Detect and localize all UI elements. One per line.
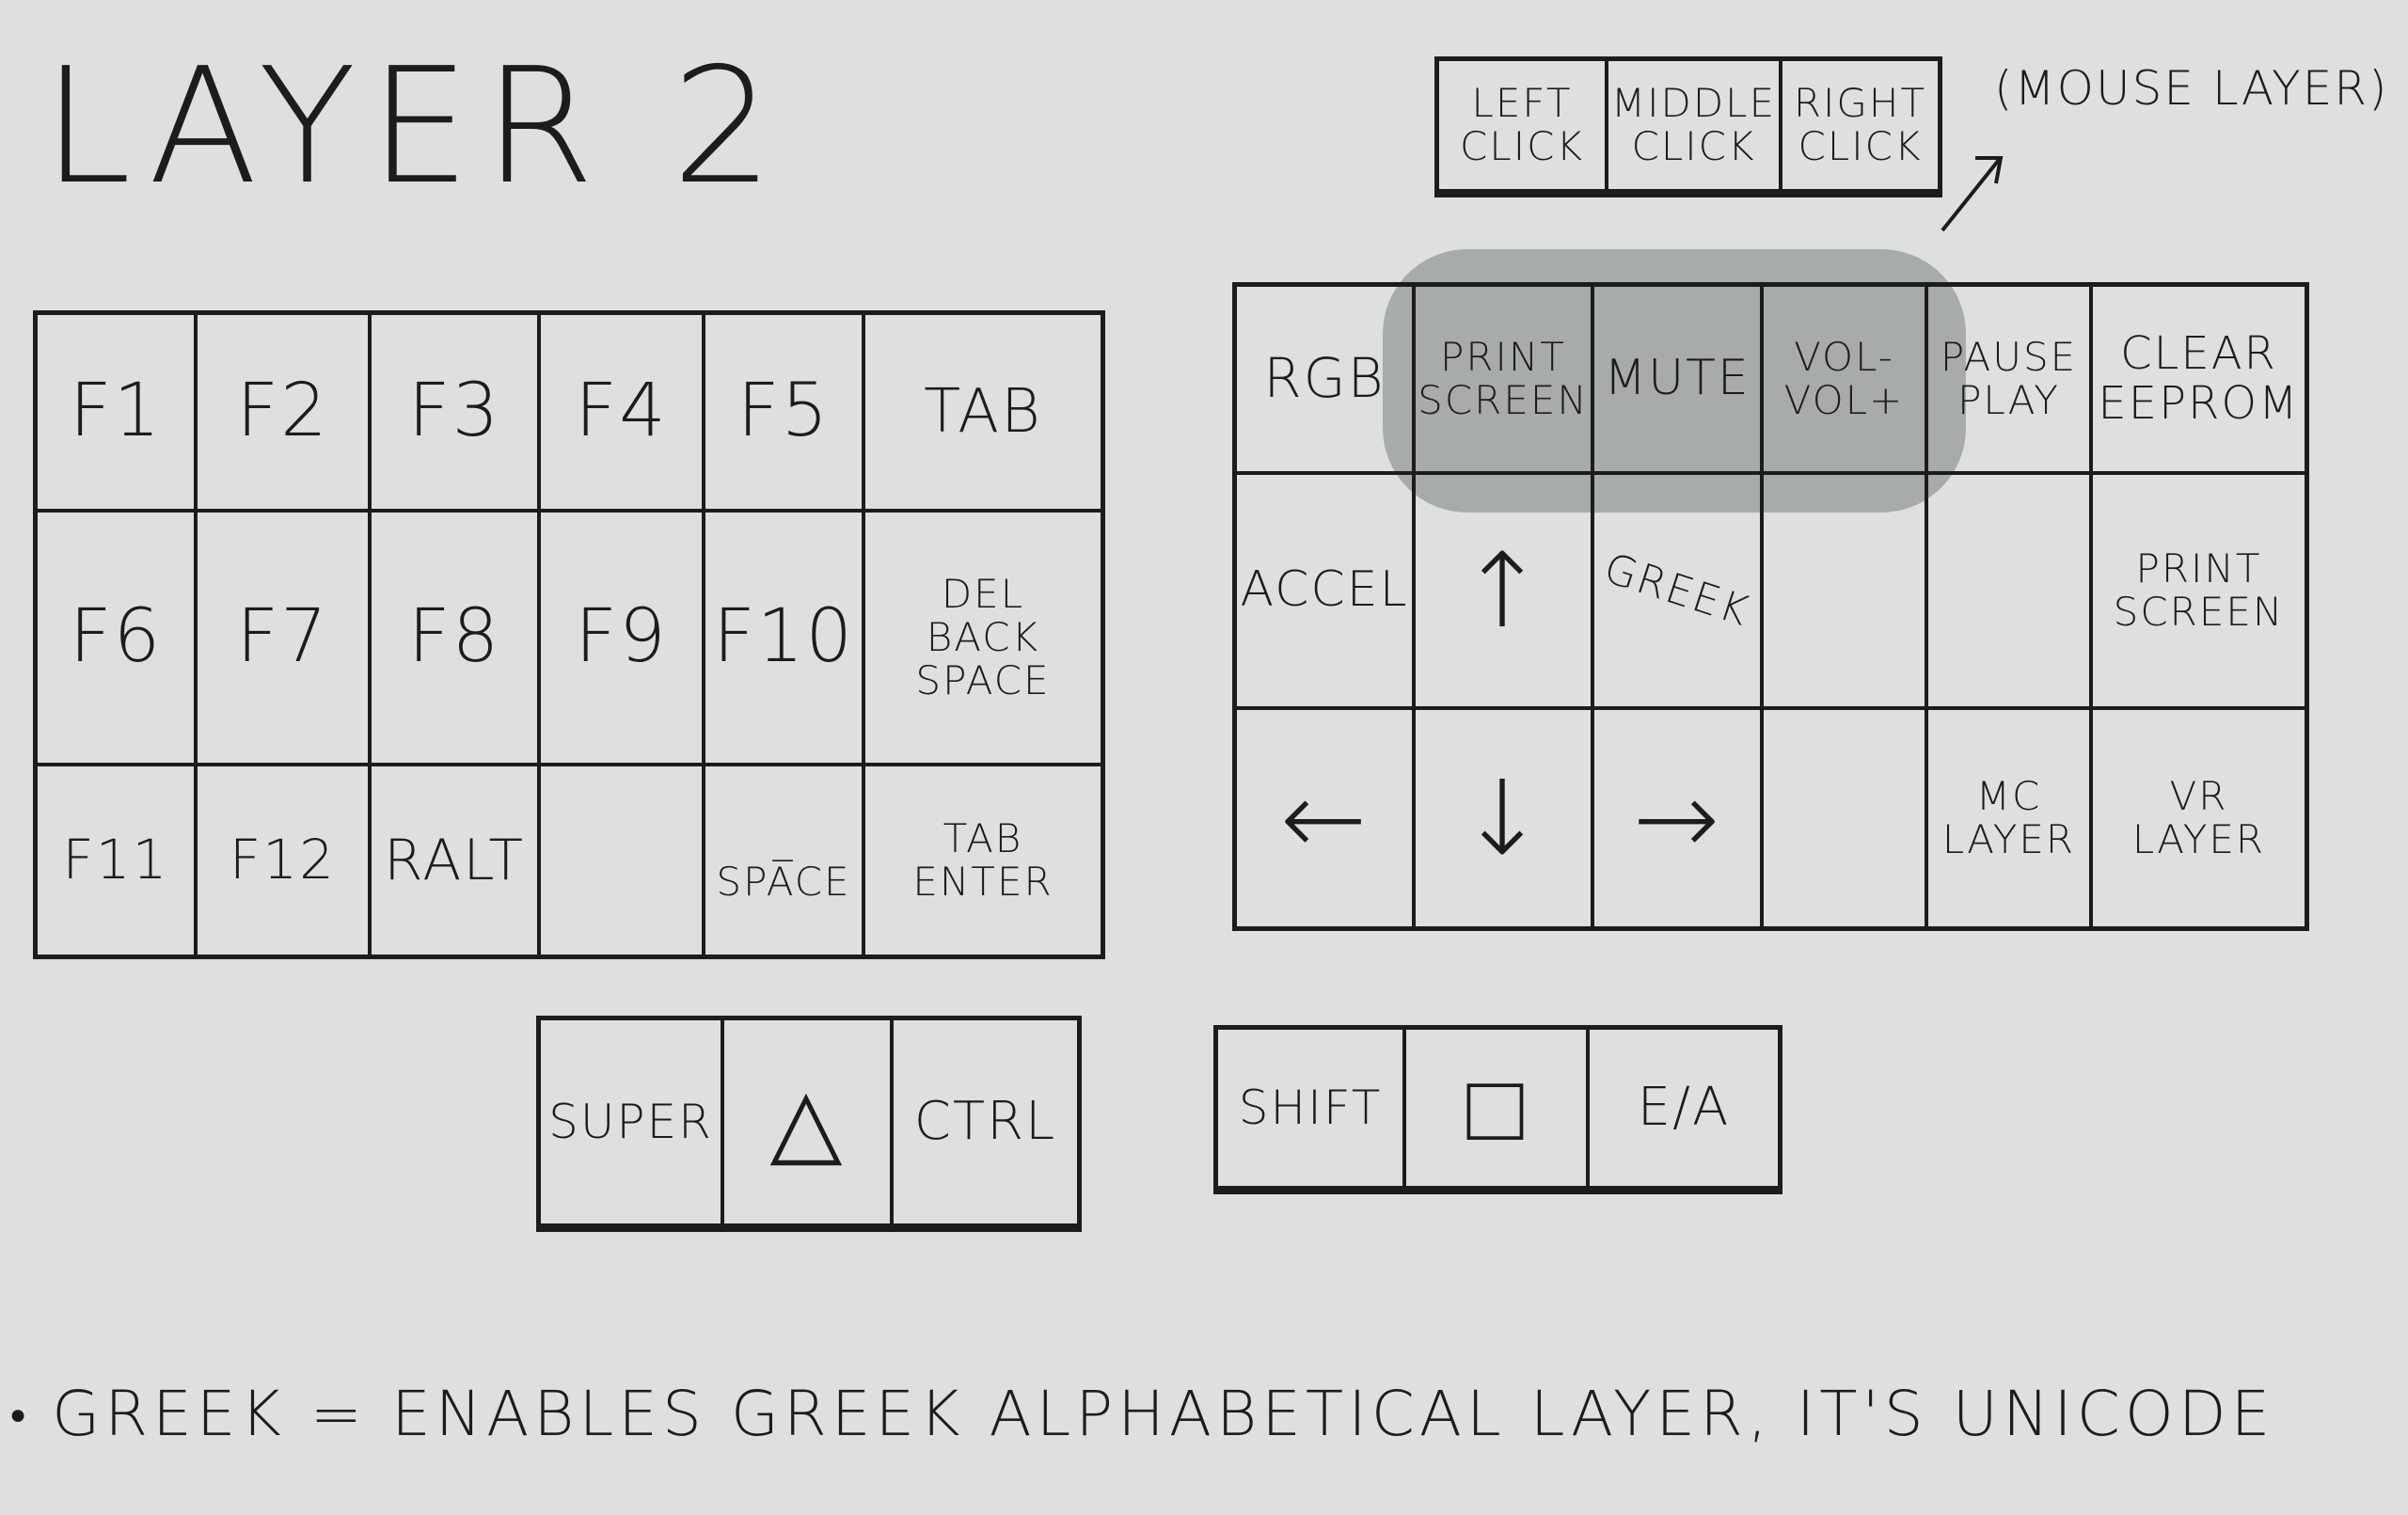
highlight-region xyxy=(1383,249,1966,513)
key-pause-play[interactable]: PAUSE PLAY xyxy=(1928,287,2093,475)
key-right-click[interactable]: RIGHT CLICK xyxy=(1782,61,1938,193)
key-f3[interactable]: F3 xyxy=(372,315,541,513)
key-f6[interactable]: F6 xyxy=(38,513,198,766)
pointer-arrow-icon xyxy=(1941,156,2004,232)
key-print-screen[interactable]: PRINT SCREEN xyxy=(1416,287,1594,475)
key-empty[interactable] xyxy=(1764,475,1928,710)
key-del-backspace[interactable]: DEL BACK SPACE xyxy=(865,513,1101,766)
key-shift[interactable]: SHIFT xyxy=(1218,1030,1406,1190)
left-half-keyboard: F1 F2 F3 F4 F5 TAB F6 F7 F8 F9 F10 DEL B… xyxy=(33,310,1105,959)
mouse-layer-label: (MOUSE LAYER) xyxy=(1994,61,2389,116)
key-f5[interactable]: F5 xyxy=(705,315,865,513)
key-f2[interactable]: F2 xyxy=(198,315,372,513)
key-greek[interactable]: GREEK xyxy=(1594,475,1764,710)
key-f9[interactable]: F9 xyxy=(541,513,705,766)
key-label: VOL- VOL+ xyxy=(1783,333,1905,423)
key-label: F7 xyxy=(236,594,329,680)
left-thumb-cluster: SUPER △ CTRL xyxy=(536,1016,1082,1232)
key-f4[interactable]: F4 xyxy=(541,315,705,513)
key-label: F9 xyxy=(575,594,668,680)
key-label: △ xyxy=(769,1066,845,1176)
right-thumb-cluster: SHIFT □ E/A xyxy=(1213,1025,1782,1194)
key-ctrl[interactable]: CTRL xyxy=(894,1020,1077,1227)
triangle-icon[interactable]: △ xyxy=(724,1020,894,1227)
key-label: RALT xyxy=(383,828,526,893)
key-label: F12 xyxy=(229,828,337,892)
arrow-up-icon[interactable]: ↑ xyxy=(1416,475,1594,710)
bullet-icon: ● xyxy=(9,1398,32,1431)
key-label: E/A xyxy=(1637,1077,1731,1139)
key-e-a[interactable]: E/A xyxy=(1590,1030,1778,1190)
key-label: GREEK xyxy=(1598,544,1756,637)
key-label: PAUSE PLAY xyxy=(1940,333,2078,423)
square-icon[interactable]: □ xyxy=(1406,1030,1590,1190)
key-label: □ xyxy=(1466,1052,1526,1162)
key-label: MUTE xyxy=(1604,350,1751,407)
key-mute[interactable]: MUTE xyxy=(1594,287,1764,475)
key-f11[interactable]: F11 xyxy=(38,766,198,955)
key-tab-enter[interactable]: TAB ENTER xyxy=(865,766,1101,955)
arrow-right-icon[interactable]: → xyxy=(1594,710,1764,926)
arrow-down-icon[interactable]: ↓ xyxy=(1416,710,1594,926)
key-empty[interactable] xyxy=(541,766,705,955)
key-label: F8 xyxy=(407,594,501,680)
key-label: CTRL xyxy=(913,1091,1057,1153)
key-label: ↑ xyxy=(1458,529,1548,651)
key-vr-layer[interactable]: VR LAYER xyxy=(2093,710,2305,926)
key-f7[interactable]: F7 xyxy=(198,513,372,766)
key-label: VR LAYER xyxy=(2131,772,2266,862)
key-tab[interactable]: TAB xyxy=(865,315,1101,513)
key-label: CLEAR EEPROM xyxy=(2098,327,2300,430)
key-label: RGB xyxy=(1263,346,1386,411)
footnote-text: GREEK = ENABLES GREEK ALPHABETICAL LAYER… xyxy=(52,1378,2275,1450)
right-half-keyboard: RGB PRINT SCREEN MUTE VOL- VOL+ PAUSE PL… xyxy=(1232,282,2309,931)
key-label: PRINT SCREEN xyxy=(1418,333,1589,423)
key-f10[interactable]: F10 xyxy=(705,513,865,766)
key-label: F4 xyxy=(575,369,668,454)
key-label: PRINT SCREEN xyxy=(2113,544,2285,635)
key-label: DEL BACK SPACE xyxy=(915,570,1051,704)
key-f8[interactable]: F8 xyxy=(372,513,541,766)
page-title: LAYER 2 xyxy=(42,34,787,220)
key-label: _ SPACE xyxy=(716,814,851,905)
key-label: TAB ENTER xyxy=(912,814,1054,905)
key-label: SUPER xyxy=(548,1094,713,1149)
arrow-left-icon[interactable]: ← xyxy=(1237,710,1416,926)
key-label: F3 xyxy=(407,369,501,454)
mouse-layer-keys: LEFT CLICK MIDDLE CLICK RIGHT CLICK xyxy=(1434,56,1942,197)
key-label: F10 xyxy=(712,594,855,680)
key-f1[interactable]: F1 xyxy=(38,315,198,513)
key-f12[interactable]: F12 xyxy=(198,766,372,955)
key-label: F6 xyxy=(69,594,163,680)
key-rgb[interactable]: RGB xyxy=(1237,287,1416,475)
key-ralt[interactable]: RALT xyxy=(372,766,541,955)
footnote: ● GREEK = ENABLES GREEK ALPHABETICAL LAYE… xyxy=(9,1378,2274,1450)
key-label: F1 xyxy=(69,369,163,454)
key-label: ACCEL xyxy=(1240,561,1409,619)
key-accel[interactable]: ACCEL xyxy=(1237,475,1416,710)
key-empty[interactable] xyxy=(1764,710,1928,926)
key-print-screen-2[interactable]: PRINT SCREEN xyxy=(2093,475,2305,710)
key-label: TAB xyxy=(924,376,1042,447)
key-label: F2 xyxy=(236,369,329,454)
key-super[interactable]: SUPER xyxy=(541,1020,724,1227)
key-label: ↓ xyxy=(1458,757,1548,878)
key-left-click[interactable]: LEFT CLICK xyxy=(1439,61,1608,193)
key-space[interactable]: _ SPACE xyxy=(705,766,865,955)
key-empty[interactable] xyxy=(1928,475,2093,710)
key-label: ← xyxy=(1279,757,1370,878)
key-clear-eeprom[interactable]: CLEAR EEPROM xyxy=(2093,287,2305,475)
key-volume[interactable]: VOL- VOL+ xyxy=(1764,287,1928,475)
key-label: MC LAYER xyxy=(1941,772,2076,862)
key-label: F11 xyxy=(62,828,169,892)
key-label: → xyxy=(1632,757,1722,878)
key-label: F5 xyxy=(737,369,831,454)
key-middle-click[interactable]: MIDDLE CLICK xyxy=(1608,61,1782,193)
key-mc-layer[interactable]: MC LAYER xyxy=(1928,710,2093,926)
key-label: SHIFT xyxy=(1238,1080,1383,1135)
